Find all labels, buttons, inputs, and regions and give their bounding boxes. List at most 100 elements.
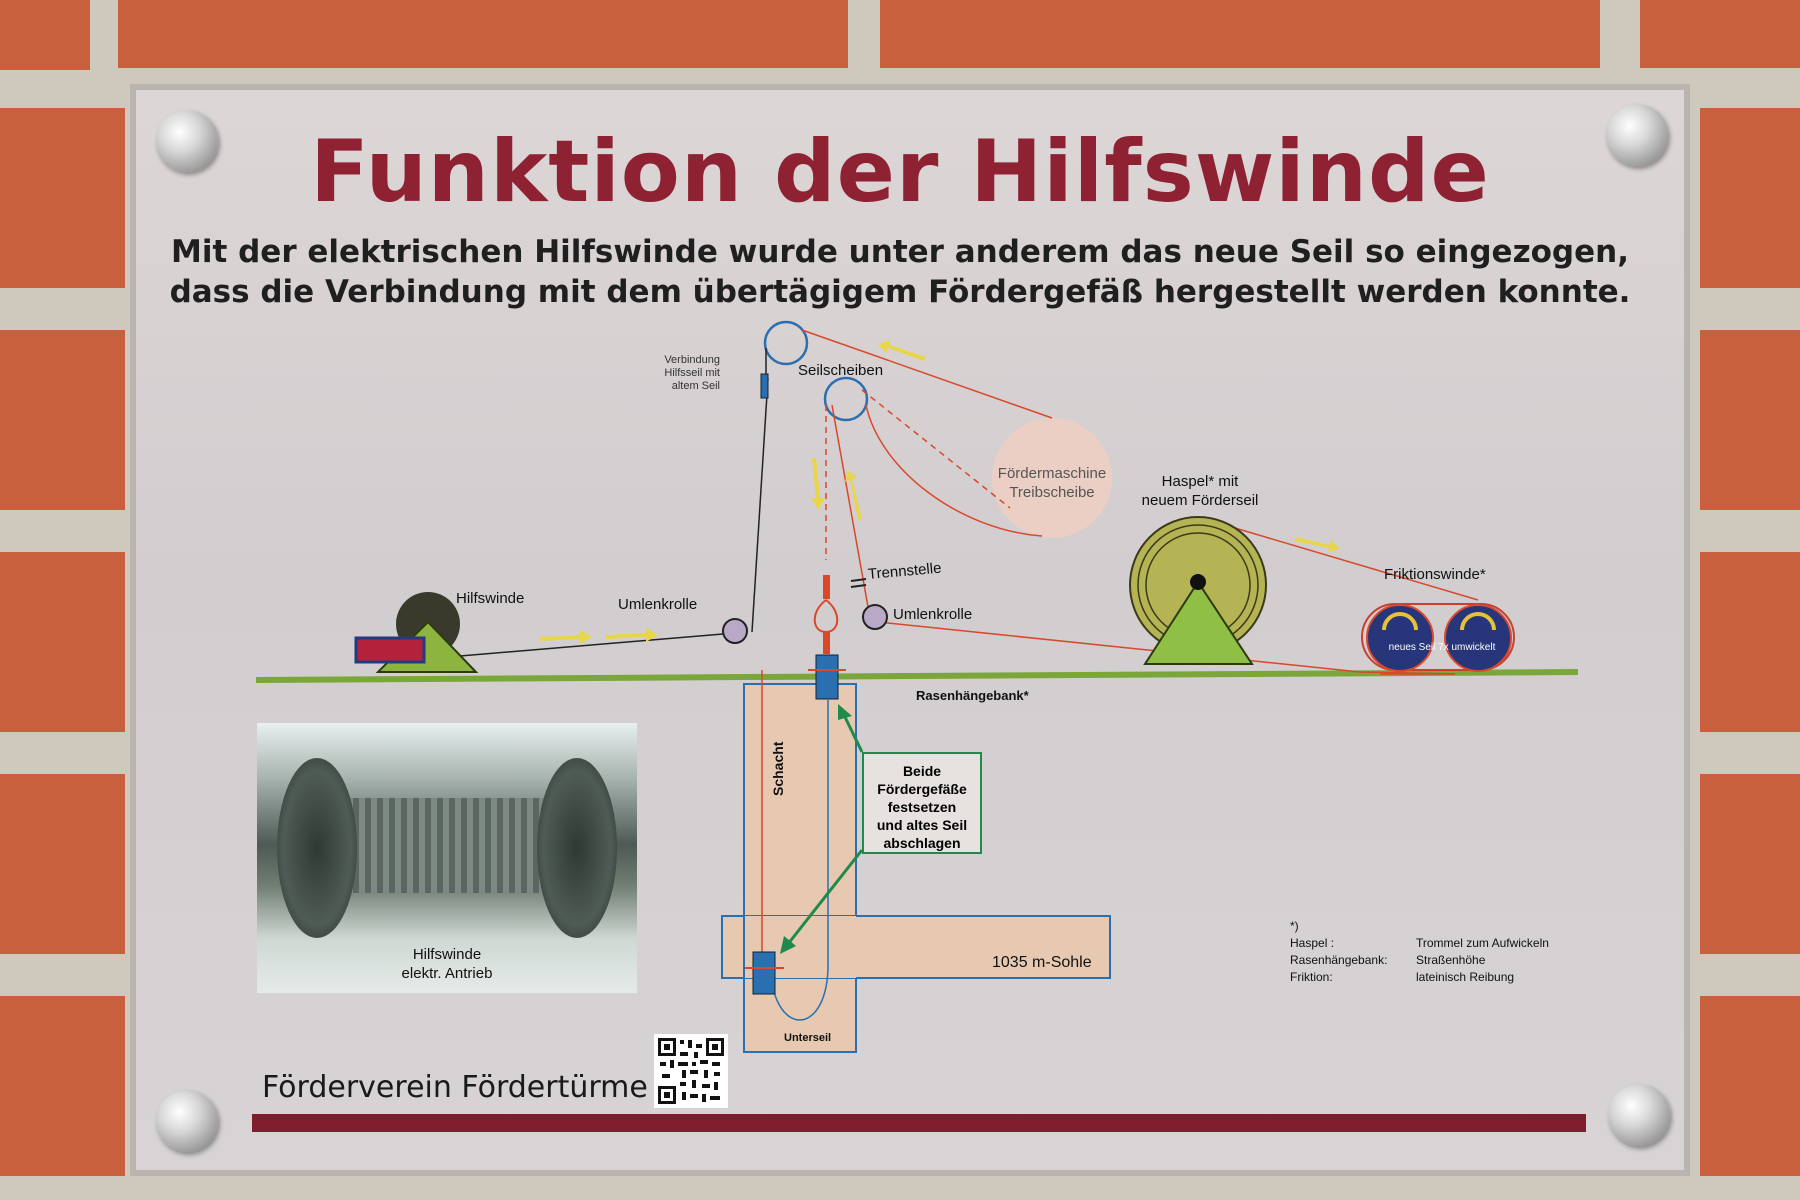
hilfsseil	[751, 377, 769, 633]
brick	[0, 996, 125, 1176]
verbindung-marker	[760, 373, 769, 399]
brick	[0, 330, 125, 510]
pulley-icon	[763, 320, 809, 366]
footer-bar	[252, 1114, 1586, 1132]
direction-arrows	[540, 340, 1340, 644]
brick	[1700, 774, 1800, 954]
treibscheibe-disc	[992, 418, 1112, 538]
brick	[1640, 0, 1800, 68]
screw-icon	[156, 110, 218, 172]
caption-line: elektr. Antrieb	[401, 965, 493, 982]
rotation-arrow-icon	[1460, 612, 1496, 631]
drum-axle	[1190, 574, 1206, 590]
beide-info-box: Beide Fördergefäße festsetzen und altes …	[862, 752, 982, 854]
brick	[0, 774, 125, 954]
unterseil-label: Unterseil	[784, 1032, 832, 1044]
photo-drum	[317, 798, 577, 893]
legend-table: Haspel : Trommel zum Aufwickeln Rasenhäng…	[1290, 935, 1557, 986]
hilfswinde-label: Hilfswinde	[456, 590, 525, 607]
hilfsseil	[459, 631, 748, 657]
footer-organisation: Förderverein Fördertürme	[262, 1070, 648, 1105]
ground-line	[255, 669, 1579, 683]
photo-wheel	[537, 758, 617, 938]
screw-icon	[156, 1090, 218, 1152]
label-line: Treibscheibe	[1009, 484, 1095, 501]
rope	[865, 404, 1043, 537]
friktion-drum-label: neues Seil 7x umwickelt	[1388, 642, 1496, 653]
photo-caption: Hilfswinde elektr. Antrieb	[257, 945, 637, 983]
photo-wheel	[277, 758, 357, 938]
legend-desc: Trommel zum Aufwickeln	[1416, 936, 1549, 950]
legend-marker: *)	[1290, 919, 1299, 933]
umlenkrolle-left	[722, 618, 748, 644]
brick	[0, 108, 125, 288]
screw-icon	[1606, 104, 1668, 166]
brick	[1700, 330, 1800, 510]
label-line: altem Seil	[671, 380, 720, 392]
brick	[0, 0, 90, 70]
caption-line: Hilfswinde	[412, 946, 482, 963]
arrow-head	[838, 704, 852, 720]
winch-photo: Hilfswinde elektr. Antrieb	[257, 723, 637, 993]
page-title: Funktion der Hilfswinde	[310, 122, 1490, 222]
hook	[813, 599, 839, 634]
verbindung-label: Verbindung Hilfsseil mit altem Seil	[640, 354, 720, 393]
foerdermaschine-label: Fördermaschine Treibscheibe	[992, 464, 1112, 502]
haspel-label: Haspel* mit neuem Förderseil	[1130, 472, 1270, 510]
umlenkrolle-right-label: Umlenkrolle	[893, 606, 973, 623]
legend-desc: lateinisch Reibung	[1416, 970, 1515, 984]
brick	[118, 0, 848, 68]
legend-desc: Straßenhöhe	[1416, 953, 1486, 967]
legend-row: Rasenhängebank: Straßenhöhe	[1290, 952, 1557, 969]
brick	[1700, 552, 1800, 732]
screw-icon	[1608, 1084, 1670, 1146]
rope-clamp	[823, 575, 830, 599]
rope-clamp	[823, 632, 830, 654]
rope-dashed	[861, 389, 1011, 509]
glossary-legend: *) Haspel : Trommel zum Aufwickeln Rasenh…	[1290, 918, 1557, 986]
arrow-head	[780, 936, 796, 954]
haspel-stand	[1143, 580, 1254, 665]
trennstelle-mark	[850, 584, 867, 588]
umlenkrolle-left-label: Umlenkrolle	[618, 596, 698, 613]
foerdergefaess-bottom	[752, 951, 776, 995]
trennstelle-mark	[850, 578, 867, 582]
legend-row: Friktion:lateinisch Reibung	[1290, 969, 1557, 986]
rope	[831, 404, 871, 619]
pulley-icon	[823, 376, 869, 422]
subtitle-line-2: dass die Verbindung mit dem übertägigem …	[169, 274, 1631, 310]
rasenhaengebank-label: Rasenhängebank*	[916, 688, 1029, 703]
label-line: abschlagen	[883, 835, 961, 851]
green-arrow-icon	[842, 714, 864, 753]
rope	[801, 329, 1053, 419]
label-line: festsetzen	[887, 799, 957, 815]
rope	[1207, 519, 1479, 601]
label-line: und altes Seil	[876, 817, 968, 833]
label-line: Fördergefäße	[877, 781, 967, 797]
brick	[1700, 996, 1800, 1176]
umlenkrolle-right	[862, 604, 888, 630]
legend-row: Haspel : Trommel zum Aufwickeln	[1290, 935, 1557, 952]
qr-pattern	[658, 1038, 724, 1104]
shaft	[743, 683, 857, 1053]
brick	[880, 0, 1600, 68]
label-line: Fördermaschine	[997, 465, 1107, 482]
legend-term: Haspel :	[1290, 936, 1335, 950]
legend-term: Rasenhängebank:	[1290, 953, 1388, 967]
sohle-label: 1035 m-Sohle	[992, 954, 1092, 971]
label-line: Hilfsseil mit	[664, 367, 720, 379]
foerdergefaess-top	[815, 654, 839, 700]
brick	[0, 552, 125, 732]
winch-motor	[354, 636, 426, 664]
label-line: neuem Förderseil	[1141, 492, 1259, 509]
friction-drum-right	[1444, 604, 1512, 672]
brick	[1700, 108, 1800, 288]
qr-code-icon[interactable]	[654, 1034, 728, 1108]
label-line: Beide	[902, 763, 942, 779]
seilscheiben-label: Seilscheiben	[798, 362, 884, 379]
friction-belt	[1361, 603, 1515, 671]
friction-drum-left	[1366, 604, 1434, 672]
schacht-label: Schacht	[770, 741, 786, 796]
label-line: Haspel* mit	[1161, 473, 1239, 490]
